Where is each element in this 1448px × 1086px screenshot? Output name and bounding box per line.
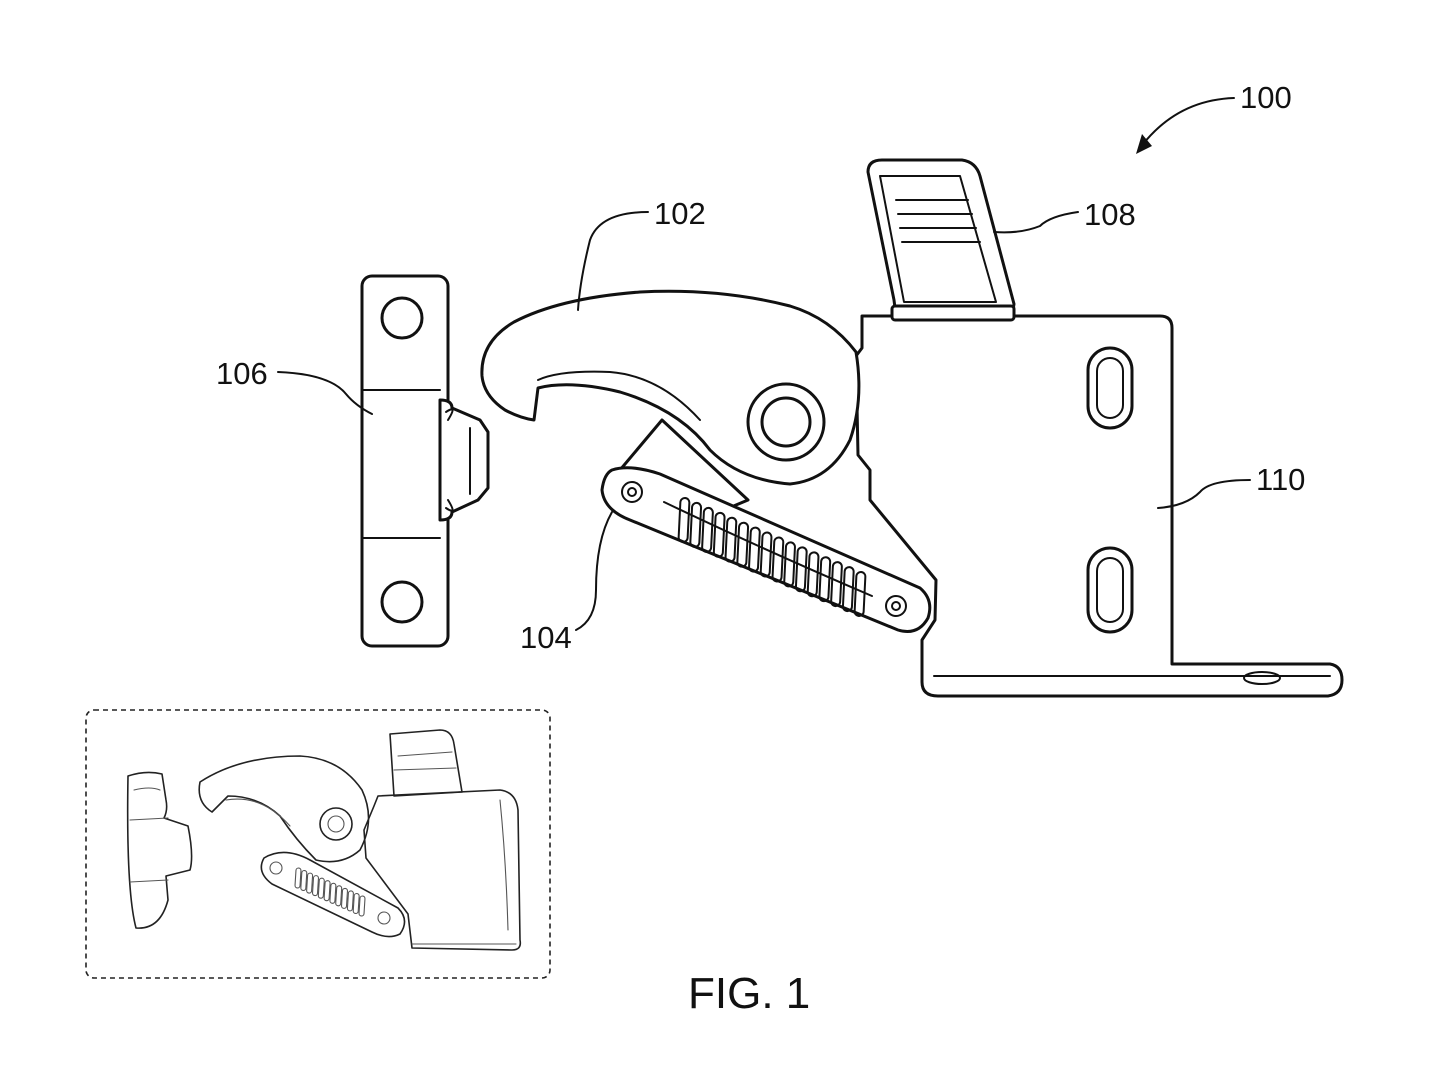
sketch-spring-coils [295, 868, 365, 916]
base-bracket [856, 316, 1342, 696]
label-hook-latch: 102 [654, 196, 706, 231]
label-assembly: 100 [1240, 80, 1292, 115]
spring-coil [359, 896, 365, 916]
label-base-bracket: 110 [1256, 462, 1305, 497]
spring-coil [353, 893, 359, 913]
inset-dashed-border [86, 710, 550, 978]
spring-coil [312, 875, 318, 895]
spring-coil [318, 878, 324, 898]
figure-caption: FIG. 1 [688, 969, 810, 1018]
label-release-lever: 108 [1084, 197, 1136, 232]
label-strike-plate: 106 [216, 356, 268, 391]
spring-coil [306, 873, 312, 893]
spring-coil [347, 891, 353, 911]
spring-coil [330, 883, 336, 903]
spring-coil [295, 868, 301, 888]
spring-coil [301, 870, 307, 890]
spring-coil [336, 886, 342, 906]
strike-plate [362, 276, 488, 646]
spring-coil [341, 888, 347, 908]
sketch-inset [86, 710, 550, 978]
spring-coil [324, 881, 330, 901]
release-lever [868, 160, 1014, 320]
label-spring-link: 104 [520, 620, 572, 655]
